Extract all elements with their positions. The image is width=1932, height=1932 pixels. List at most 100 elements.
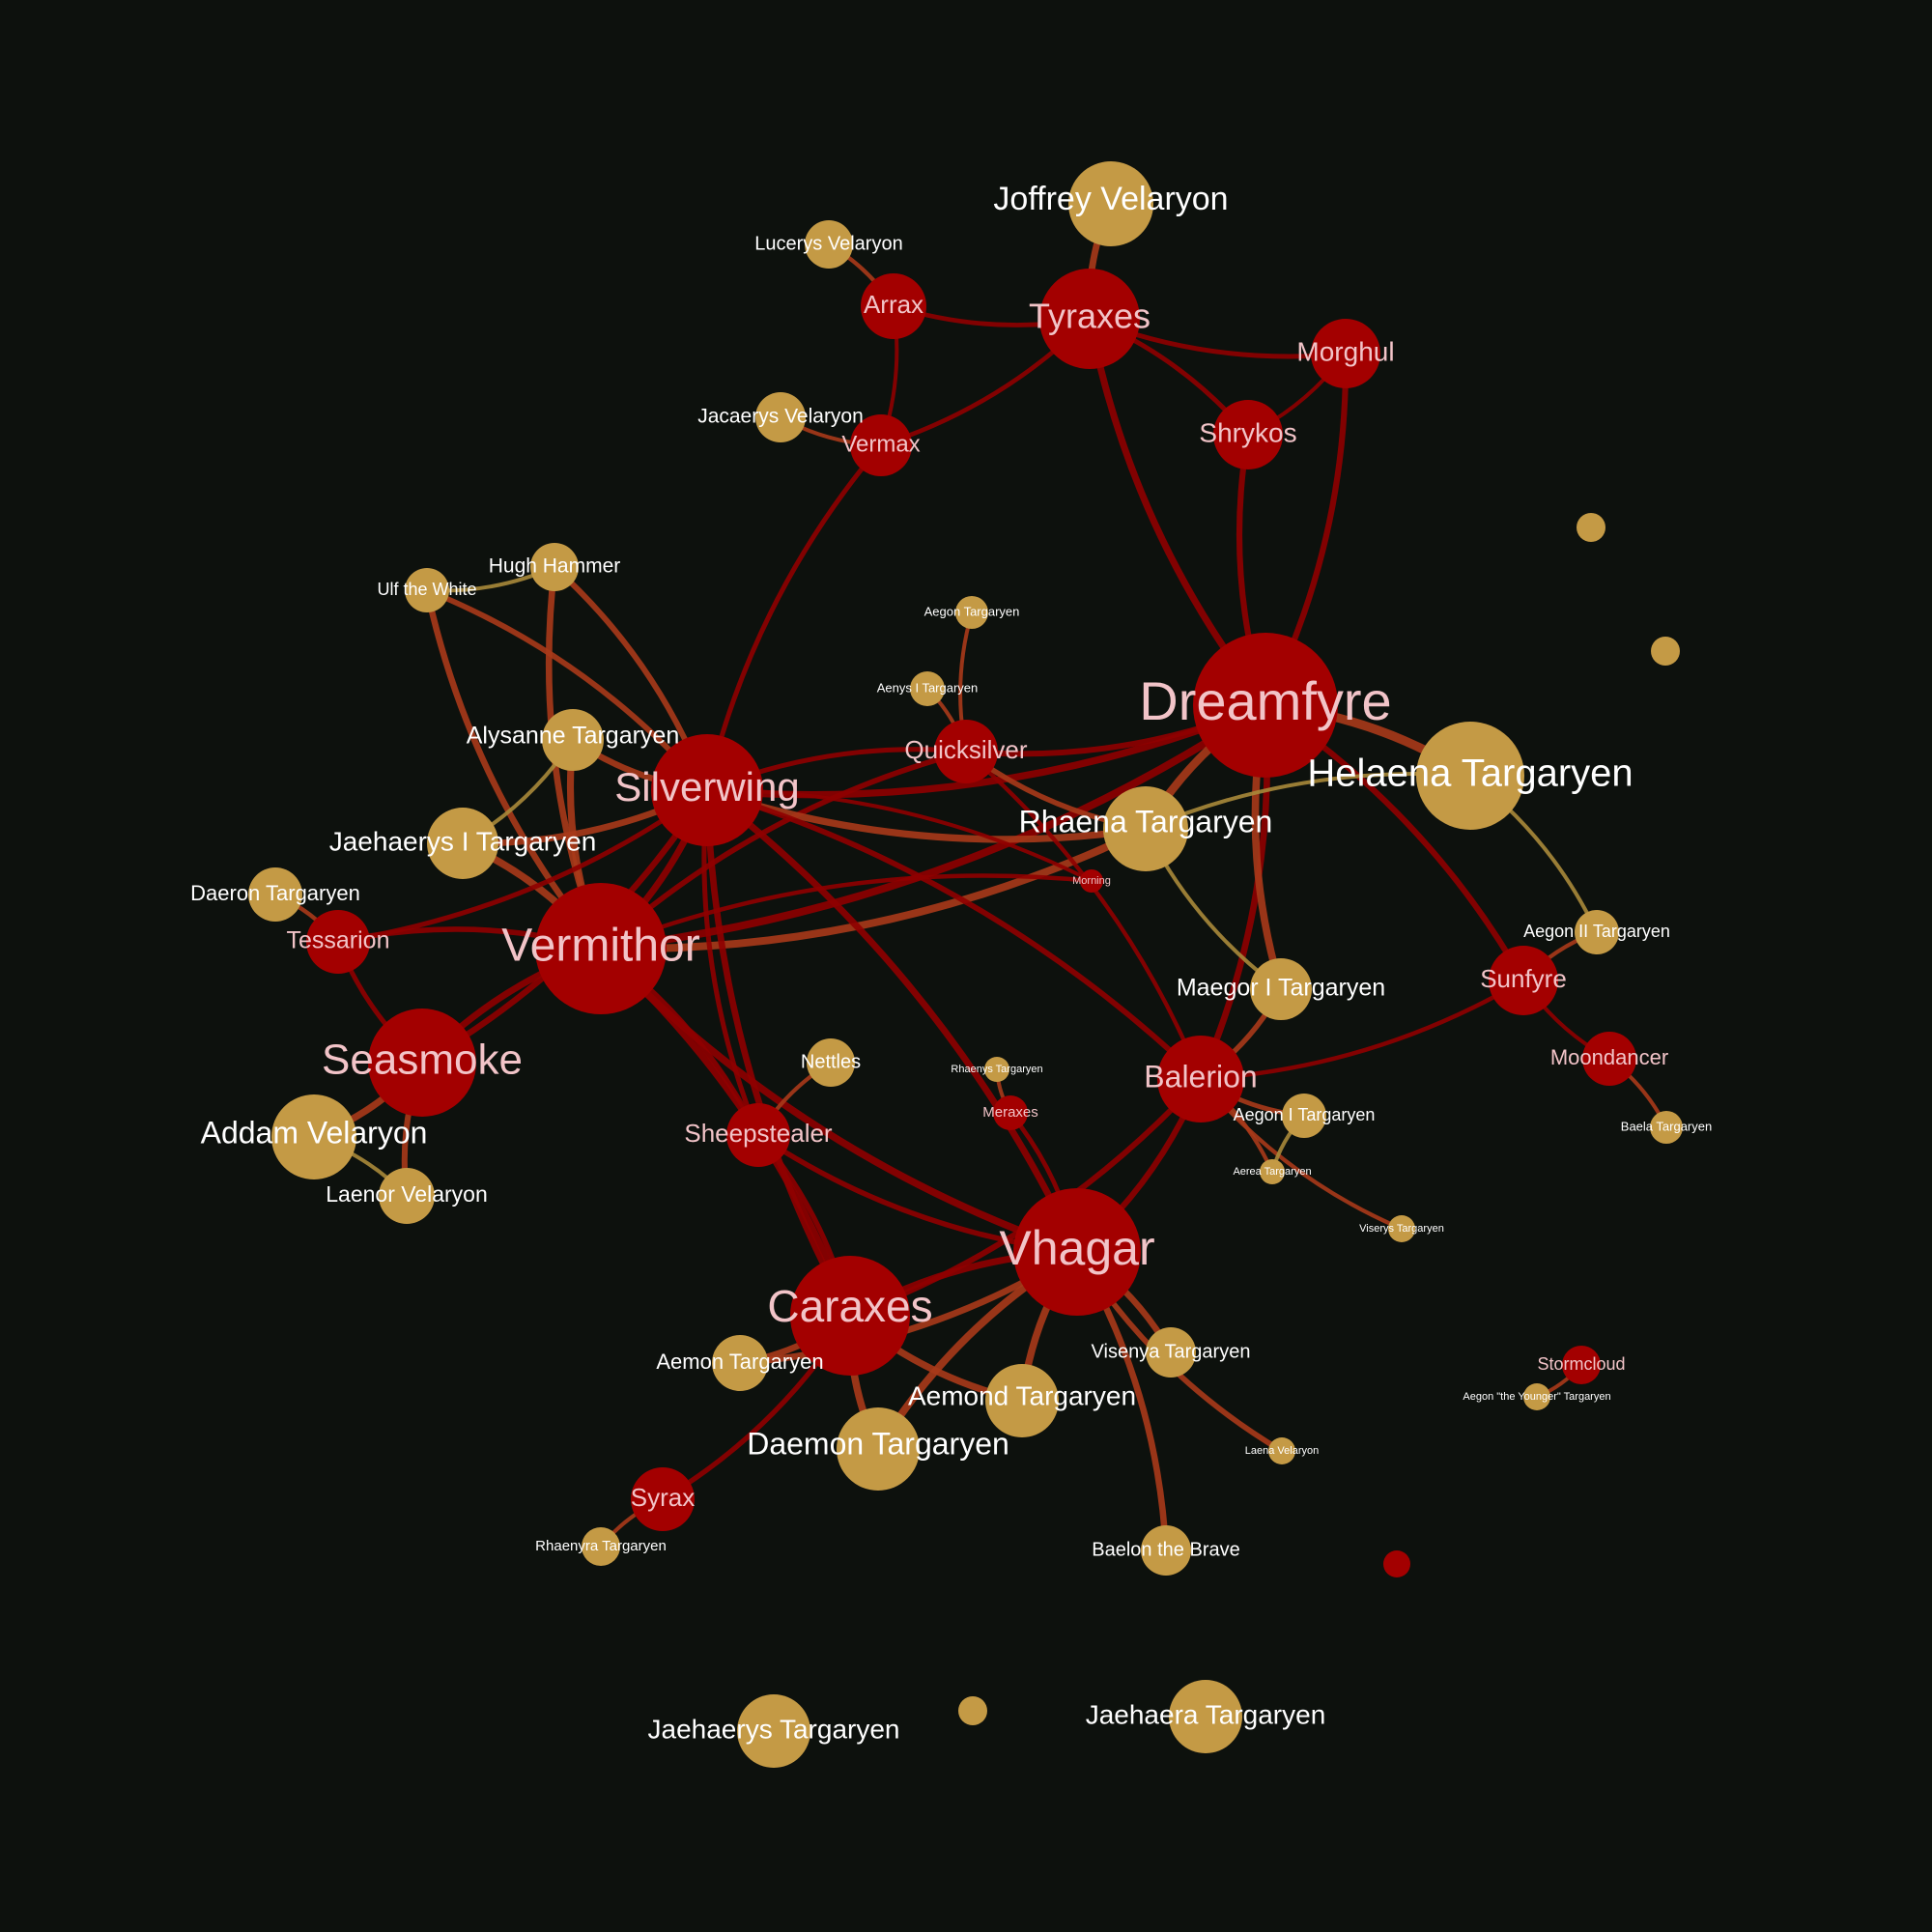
node-vermax[interactable] bbox=[850, 414, 912, 476]
node-addam[interactable] bbox=[271, 1094, 356, 1179]
node-visenya[interactable] bbox=[1146, 1327, 1196, 1378]
node-label-caraxes: Caraxes bbox=[767, 1281, 932, 1331]
node-aegon_younger[interactable] bbox=[1523, 1383, 1550, 1410]
node-aegon1[interactable] bbox=[1282, 1094, 1326, 1138]
node-stormcloud[interactable] bbox=[1562, 1346, 1601, 1384]
node-aemon[interactable] bbox=[712, 1335, 768, 1391]
node-jaehaera[interactable] bbox=[1169, 1680, 1242, 1753]
node-balerion[interactable] bbox=[1157, 1036, 1244, 1122]
edge-vermithor-morning bbox=[600, 873, 1093, 952]
node-label-lucerys: Lucerys Velaryon bbox=[754, 233, 902, 254]
node-alysanne[interactable] bbox=[542, 709, 604, 771]
node-lucerys[interactable] bbox=[805, 220, 853, 269]
node-ulf[interactable] bbox=[405, 568, 449, 612]
node-hugh[interactable] bbox=[530, 543, 579, 591]
node-label-maegor: Maegor I Targaryen bbox=[1177, 975, 1385, 1002]
node-label-laenor: Laenor Velaryon bbox=[326, 1181, 488, 1207]
node-sunfyre[interactable] bbox=[1489, 946, 1558, 1015]
node-label-tyraxes: Tyraxes bbox=[1029, 297, 1151, 336]
node-nettles[interactable] bbox=[807, 1038, 855, 1087]
node-d_unlabeled[interactable] bbox=[1383, 1550, 1410, 1577]
node-label-daemon: Daemon Targaryen bbox=[747, 1426, 1009, 1461]
node-r_unlabeled_3[interactable] bbox=[958, 1696, 987, 1725]
node-label-jaehaerys1: Jaehaerys I Targaryen bbox=[329, 826, 597, 856]
node-label-aegon_younger: Aegon "the Younger" Targaryen bbox=[1463, 1391, 1610, 1403]
node-label-viserys: Viserys Targaryen bbox=[1359, 1223, 1444, 1235]
node-morning[interactable] bbox=[1080, 869, 1103, 893]
node-label-baela: Baela Targaryen bbox=[1621, 1119, 1712, 1133]
edge-vermithor-vhagar bbox=[598, 946, 1079, 1256]
node-label-alysanne: Alysanne Targaryen bbox=[467, 723, 680, 750]
node-aegon_t[interactable] bbox=[955, 596, 988, 629]
node-daemon[interactable] bbox=[837, 1407, 920, 1491]
node-arrax[interactable] bbox=[861, 273, 926, 339]
node-label-aegon_t: Aegon Targaryen bbox=[924, 604, 1020, 618]
node-label-addam: Addam Velaryon bbox=[201, 1115, 428, 1150]
node-shrykos[interactable] bbox=[1213, 400, 1283, 469]
node-quicksilver[interactable] bbox=[934, 720, 998, 783]
node-vermithor[interactable] bbox=[535, 883, 667, 1014]
node-caraxes[interactable] bbox=[790, 1256, 910, 1376]
node-dreamfyre[interactable] bbox=[1193, 633, 1338, 778]
node-syrax[interactable] bbox=[631, 1467, 695, 1531]
node-r_unlabeled_1[interactable] bbox=[1577, 513, 1605, 542]
edge-silverwing-balerion bbox=[706, 787, 1203, 1082]
node-jaehaerys1[interactable] bbox=[427, 808, 498, 879]
node-baelon[interactable] bbox=[1141, 1525, 1191, 1576]
node-daeron[interactable] bbox=[248, 867, 302, 922]
node-helaena[interactable] bbox=[1416, 722, 1524, 830]
node-aegon2[interactable] bbox=[1575, 910, 1619, 954]
node-rhaenyra[interactable] bbox=[582, 1527, 620, 1566]
node-label-sunfyre: Sunfyre bbox=[1480, 964, 1567, 993]
node-label-joffrey: Joffrey Velaryon bbox=[993, 181, 1228, 217]
edge-quicksilver-balerion bbox=[964, 750, 1204, 1080]
node-label-daeron: Daeron Targaryen bbox=[190, 881, 360, 905]
node-label-jaehaera: Jaehaera Targaryen bbox=[1086, 1699, 1326, 1729]
node-jacaerys[interactable] bbox=[755, 392, 806, 442]
node-label-tessarion: Tessarion bbox=[287, 927, 390, 954]
node-r_unlabeled_2[interactable] bbox=[1651, 637, 1680, 666]
node-label-arrax: Arrax bbox=[864, 290, 923, 319]
node-label-shrykos: Shrykos bbox=[1199, 417, 1296, 447]
node-rhaena[interactable] bbox=[1103, 786, 1188, 871]
node-tessarion[interactable] bbox=[306, 910, 370, 974]
node-label-visenya: Visenya Targaryen bbox=[1092, 1341, 1251, 1362]
node-label-vhagar: Vhagar bbox=[999, 1221, 1154, 1275]
node-label-jaehaerys: Jaehaerys Targaryen bbox=[648, 1714, 900, 1744]
label-layer: DreamfyreVermithorVhagarCaraxesSeasmokeS… bbox=[190, 181, 1712, 1744]
node-label-silverwing: Silverwing bbox=[614, 764, 799, 810]
node-label-sheepstealer: Sheepstealer bbox=[684, 1119, 833, 1148]
node-maegor[interactable] bbox=[1250, 958, 1312, 1020]
node-vhagar[interactable] bbox=[1013, 1188, 1141, 1316]
node-laena[interactable] bbox=[1268, 1437, 1295, 1464]
node-tyraxes[interactable] bbox=[1039, 269, 1140, 369]
node-jaehaerys[interactable] bbox=[737, 1694, 810, 1768]
node-meraxes[interactable] bbox=[993, 1095, 1028, 1130]
node-moondancer[interactable] bbox=[1582, 1032, 1636, 1086]
node-morghul[interactable] bbox=[1311, 319, 1380, 388]
edge-silverwing-caraxes bbox=[703, 789, 853, 1318]
node-label-rhaena: Rhaena Targaryen bbox=[1019, 804, 1273, 838]
node-viserys[interactable] bbox=[1388, 1215, 1415, 1242]
node-sheepstealer[interactable] bbox=[726, 1103, 790, 1167]
node-label-aenys: Aenys I Targaryen bbox=[877, 680, 979, 695]
node-label-rhaenyra: Rhaenyra Targaryen bbox=[535, 1538, 667, 1554]
node-rhaenys[interactable] bbox=[984, 1057, 1009, 1082]
node-label-dreamfyre: Dreamfyre bbox=[1139, 670, 1391, 731]
node-label-jacaerys: Jacaerys Velaryon bbox=[697, 406, 864, 428]
node-joffrey[interactable] bbox=[1068, 161, 1153, 246]
node-aerea[interactable] bbox=[1260, 1159, 1285, 1184]
node-label-ulf: Ulf the White bbox=[377, 580, 476, 599]
node-label-baelon: Baelon the Brave bbox=[1092, 1539, 1239, 1560]
node-label-moondancer: Moondancer bbox=[1550, 1045, 1668, 1069]
node-silverwing[interactable] bbox=[651, 734, 763, 846]
node-aemond[interactable] bbox=[985, 1364, 1059, 1437]
node-seasmoke[interactable] bbox=[368, 1009, 476, 1117]
node-baela[interactable] bbox=[1650, 1111, 1683, 1144]
node-label-helaena: Helaena Targaryen bbox=[1307, 753, 1633, 795]
node-laenor[interactable] bbox=[379, 1168, 435, 1224]
node-aenys[interactable] bbox=[910, 671, 945, 706]
edge-balerion-sunfyre bbox=[1200, 979, 1525, 1082]
